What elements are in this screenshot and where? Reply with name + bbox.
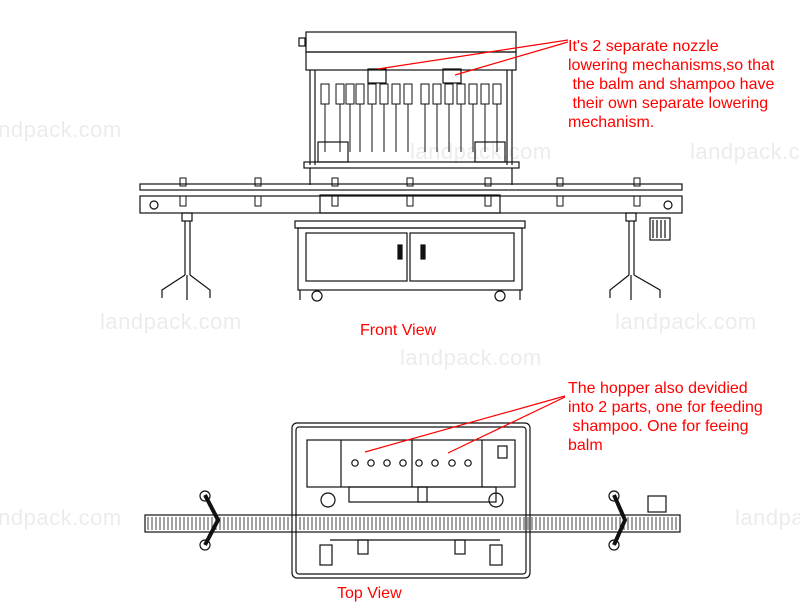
bottle-guide bbox=[331, 177, 339, 187]
nozzle-valve bbox=[391, 83, 401, 105]
hopper-hole bbox=[464, 459, 472, 467]
hopper-hole bbox=[415, 459, 423, 467]
hopper-hole bbox=[431, 459, 439, 467]
nozzle-carriage bbox=[305, 51, 517, 71]
annotation-leaders bbox=[364, 39, 569, 454]
bottle-guide bbox=[556, 177, 564, 187]
cabinet bbox=[297, 227, 523, 291]
machine-frame bbox=[291, 422, 531, 579]
lowering-mechanism-left bbox=[367, 68, 387, 84]
watermark: landpack.com bbox=[410, 139, 552, 164]
nozzle-valve bbox=[456, 83, 466, 105]
nozzle-valve bbox=[468, 83, 478, 105]
watermark: landpack.com bbox=[400, 345, 542, 370]
hopper-hole bbox=[383, 459, 391, 467]
leader-line bbox=[364, 395, 566, 453]
watermark: landpack.com bbox=[690, 139, 800, 164]
hopper bbox=[306, 439, 516, 488]
bottle-guide bbox=[406, 177, 414, 187]
bottle-guide bbox=[179, 177, 187, 187]
nozzle-valve bbox=[367, 83, 377, 105]
nozzle-valve bbox=[492, 83, 502, 105]
bottle-guide bbox=[484, 177, 492, 187]
watermark: landpack.com bbox=[100, 309, 242, 334]
hopper-hole bbox=[367, 459, 375, 467]
nozzle-valve bbox=[379, 83, 389, 105]
nozzle-valve bbox=[335, 83, 345, 105]
bottle-guide bbox=[254, 195, 262, 207]
conveyor-rail bbox=[139, 183, 683, 191]
cabinet-door-right bbox=[409, 232, 515, 282]
hopper-hole bbox=[399, 459, 407, 467]
bottle-guide bbox=[331, 195, 339, 207]
watermark: landpack.com bbox=[0, 117, 122, 142]
watermark: landpack.com bbox=[735, 505, 800, 530]
leader-line bbox=[377, 39, 569, 70]
cabinet-top bbox=[294, 220, 526, 229]
cabinet-door-left bbox=[305, 232, 408, 282]
watermark: landpack.com bbox=[0, 310, 2, 334]
leader-line bbox=[447, 396, 566, 454]
nozzle-valve bbox=[320, 83, 330, 105]
front-view-caption: Front View bbox=[360, 322, 437, 339]
conveyor-chain bbox=[144, 514, 681, 533]
watermark: landpack.com bbox=[0, 505, 122, 530]
hopper-hole bbox=[351, 459, 359, 467]
watermark: landpack.com bbox=[615, 309, 757, 334]
hopper-hole bbox=[448, 459, 456, 467]
motor bbox=[647, 495, 667, 513]
nozzle-valve bbox=[480, 83, 490, 105]
nozzle-valve bbox=[345, 83, 355, 105]
nozzle-valve bbox=[355, 83, 365, 105]
nozzle-annotation: It's 2 separate nozzle lowering mechanis… bbox=[568, 38, 775, 131]
front-view-drawing bbox=[139, 31, 683, 302]
bottle-guide bbox=[633, 177, 641, 187]
bottle-guide bbox=[179, 195, 187, 207]
nozzle-valve bbox=[420, 83, 430, 105]
bottle-guide bbox=[406, 195, 414, 207]
lowering-mechanism-right bbox=[442, 68, 462, 84]
nozzle-valve bbox=[444, 83, 454, 105]
bottle-guide bbox=[254, 177, 262, 187]
bottle-guide bbox=[556, 195, 564, 207]
hopper-annotation: The hopper also devidied into 2 parts, o… bbox=[568, 380, 763, 454]
top-view-caption: Top View bbox=[337, 585, 402, 602]
nozzle-valve bbox=[403, 83, 413, 105]
bottle-guide bbox=[633, 195, 641, 207]
bottle-guide bbox=[484, 195, 492, 207]
top-view-drawing bbox=[144, 422, 681, 579]
top-beam bbox=[305, 31, 517, 53]
conveyor-body bbox=[139, 195, 683, 214]
leader-line bbox=[454, 41, 569, 76]
nozzle-valve bbox=[432, 83, 442, 105]
